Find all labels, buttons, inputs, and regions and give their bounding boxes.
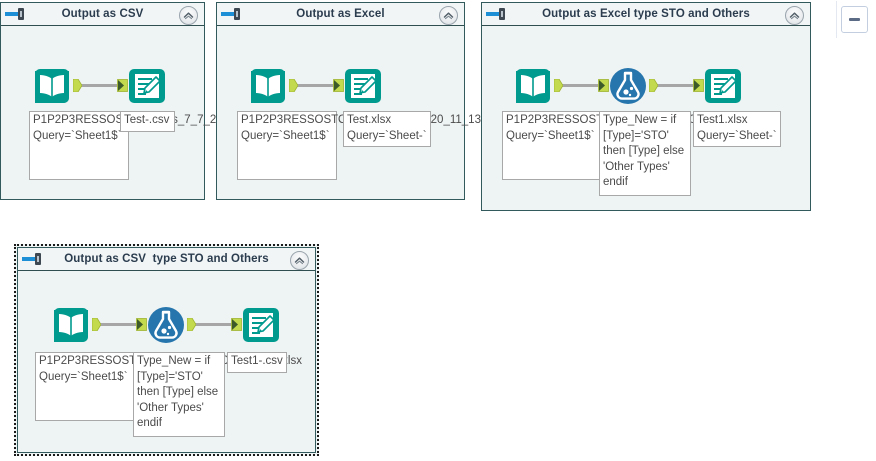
connector-wire[interactable]: [297, 84, 342, 87]
container-inner: Output as Excel P1P2P3RESSOSTO_Status_7_…: [217, 3, 504, 199]
formula-label: Type_New = if [Type]='STO' then [Type] e…: [599, 111, 691, 196]
slider-icon: [5, 8, 25, 20]
container-inner: Output as CSV type STO and Others P1P2P3…: [17, 247, 316, 453]
book-input-data-icon: [251, 69, 285, 103]
container-output-as-excel-type-sto[interactable]: Output as Excel type STO and Others P1P2…: [481, 2, 811, 211]
connector-wire[interactable]: [100, 323, 145, 326]
input-anchor-icon[interactable]: [117, 79, 128, 92]
slider-icon: [221, 8, 241, 20]
document-pencil-output-data-icon: [345, 69, 381, 103]
container-output-as-csv-type-sto[interactable]: Output as CSV type STO and Others P1P2P3…: [14, 244, 319, 456]
input-anchor-icon[interactable]: [333, 79, 344, 92]
output-anchor-icon[interactable]: [72, 78, 83, 93]
book-input-data-icon: [516, 69, 550, 103]
document-pencil-output-data-icon: [705, 69, 741, 103]
output-anchor-icon[interactable]: [648, 78, 659, 93]
book-input-data-icon: [54, 308, 88, 342]
chevron-up-icon: [294, 257, 305, 265]
formula-tool[interactable]: [607, 65, 649, 107]
minus-icon: [849, 18, 860, 21]
output-data-label: Test.xlsx Query=`Sheet-`: [343, 111, 431, 147]
input-data-tool[interactable]: [31, 65, 73, 107]
input-data-label: P1P2P3RESSOSTO_Status_7_7_2020_11_13.xls…: [502, 111, 769, 180]
connector-wire[interactable]: [657, 84, 702, 87]
connector-wire[interactable]: [195, 323, 240, 326]
output-data-tool[interactable]: [126, 65, 168, 107]
output-data-tool[interactable]: [240, 304, 282, 346]
book-input-data-icon: [35, 69, 69, 103]
container-title: Output as CSV: [61, 8, 144, 20]
collapse-container-button[interactable]: [785, 6, 804, 25]
container-title: Output as Excel type STO and Others: [542, 8, 750, 20]
output-data-label: Test-.csv: [120, 111, 175, 132]
container-title: Output as CSV type STO and Others: [64, 253, 269, 265]
input-data-label: P1P2P3RESSOSTO_Status_7_7_2020_11_13.xls…: [35, 352, 302, 421]
input-data-tool[interactable]: [247, 65, 289, 107]
flask-formula-icon: [148, 307, 184, 343]
collapse-container-button[interactable]: [439, 6, 458, 25]
flask-formula-icon: [610, 68, 646, 104]
container-titlebar[interactable]: Output as CSV: [1, 3, 204, 26]
container-output-as-csv[interactable]: Output as CSV P1P2P3RESSOSTO_Status_7_7_…: [0, 2, 296, 200]
collapse-container-button[interactable]: [290, 251, 309, 270]
output-anchor-icon[interactable]: [186, 317, 197, 332]
connector-wire[interactable]: [81, 84, 126, 87]
connector-wire[interactable]: [562, 84, 607, 87]
formula-tool[interactable]: [145, 304, 187, 346]
input-anchor-icon[interactable]: [231, 318, 242, 331]
container-title: Output as Excel: [296, 8, 385, 20]
slider-icon: [22, 253, 42, 265]
document-pencil-output-data-icon: [129, 69, 165, 103]
input-anchor-icon[interactable]: [598, 79, 609, 92]
output-data-tool[interactable]: [342, 65, 384, 107]
input-data-label: P1P2P3RESSOSTO_Status_7_7_2020_11_13.xls…: [29, 111, 296, 180]
input-data-tool[interactable]: [512, 65, 554, 107]
input-data-tool[interactable]: [50, 304, 92, 346]
output-anchor-icon[interactable]: [288, 78, 299, 93]
slider-icon: [486, 8, 506, 20]
container-inner: Output as CSV P1P2P3RESSOSTO_Status_7_7_…: [1, 3, 296, 199]
output-anchor-icon[interactable]: [553, 78, 564, 93]
formula-label: Type_New = if [Type]='STO' then [Type] e…: [133, 352, 225, 437]
chevron-up-icon: [789, 12, 800, 20]
container-titlebar[interactable]: Output as Excel: [217, 3, 464, 26]
panel-divider: [836, 1, 873, 38]
collapse-container-button[interactable]: [179, 6, 198, 25]
container-titlebar[interactable]: Output as Excel type STO and Others: [482, 3, 810, 26]
output-data-tool[interactable]: [702, 65, 744, 107]
input-anchor-icon[interactable]: [136, 318, 147, 331]
document-pencil-output-data-icon: [243, 308, 279, 342]
output-anchor-icon[interactable]: [91, 317, 102, 332]
input-data-label: P1P2P3RESSOSTO_Status_7_7_2020_11_13.xls…: [237, 111, 504, 180]
container-titlebar[interactable]: Output as CSV type STO and Others: [18, 248, 315, 271]
output-data-label: Test1-.csv: [227, 352, 287, 373]
container-inner: Output as Excel type STO and Others P1P2…: [482, 3, 810, 210]
output-data-label: Test1.xlsx Query=`Sheet-`: [693, 111, 781, 147]
container-output-as-excel[interactable]: Output as Excel P1P2P3RESSOSTO_Status_7_…: [216, 2, 504, 200]
chevron-up-icon: [183, 12, 194, 20]
collapse-panel-button[interactable]: [841, 6, 868, 33]
input-anchor-icon[interactable]: [693, 79, 704, 92]
chevron-up-icon: [443, 12, 454, 20]
